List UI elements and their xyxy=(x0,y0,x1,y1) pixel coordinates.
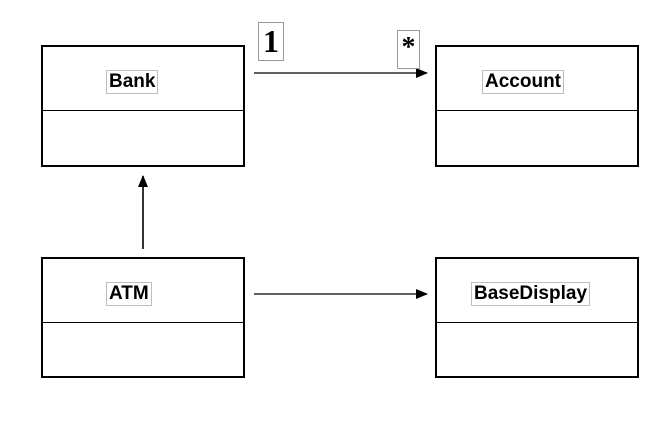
class-basedisplay: BaseDisplay xyxy=(435,257,639,378)
class-bank-name-compartment: Bank xyxy=(43,47,243,111)
multiplicity-account-end: * xyxy=(397,30,420,69)
class-atm-label: ATM xyxy=(106,282,152,306)
class-account-label: Account xyxy=(482,70,564,94)
class-bank-label: Bank xyxy=(106,70,159,94)
multiplicity-bank-end: 1 xyxy=(258,22,284,61)
class-account-name-compartment: Account xyxy=(437,47,637,111)
class-bank: Bank xyxy=(41,45,245,167)
class-atm-name-compartment: ATM xyxy=(43,259,243,323)
class-atm: ATM xyxy=(41,257,245,378)
class-basedisplay-label: BaseDisplay xyxy=(471,282,591,306)
class-account: Account xyxy=(435,45,639,167)
class-basedisplay-name-compartment: BaseDisplay xyxy=(437,259,637,323)
